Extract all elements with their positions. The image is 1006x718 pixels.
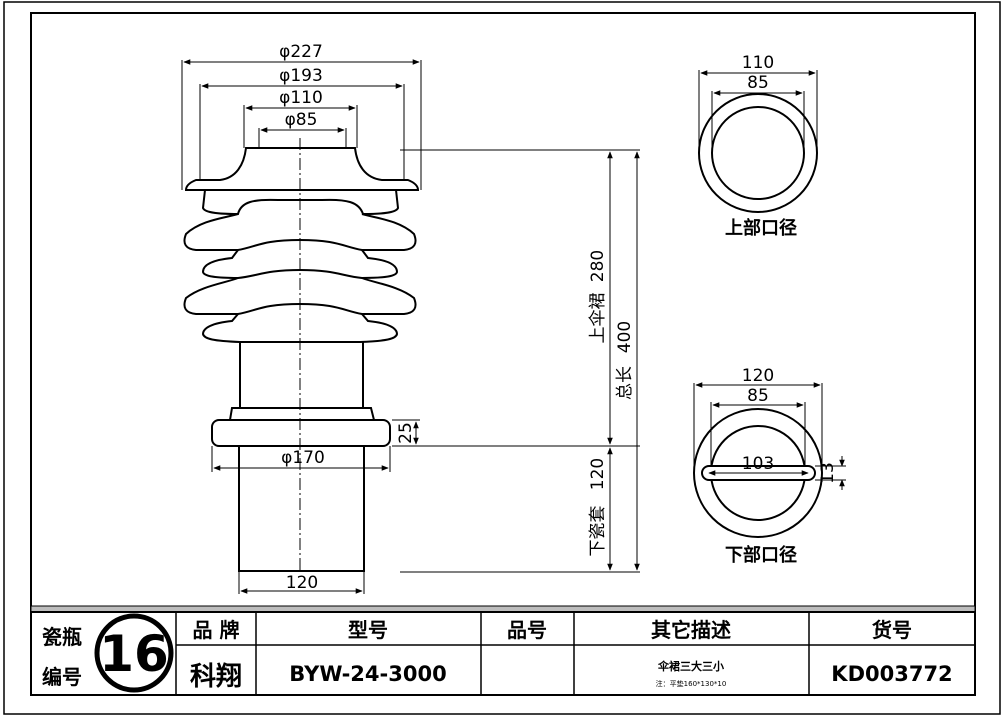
dim-d85: φ85	[285, 110, 318, 130]
label-upper-skirt: 上伞裙	[588, 293, 608, 344]
label-number: 编号	[42, 665, 82, 689]
item-value: KD003772	[831, 662, 952, 686]
title-block	[30, 605, 976, 695]
top-dimensions	[181, 59, 422, 190]
outer-frame	[3, 1, 1001, 715]
desc-note: 注：平垫160*130*10	[656, 679, 727, 688]
lower-dim-85: 85	[747, 386, 769, 406]
model-header: 型号	[348, 618, 388, 642]
brand-header: 品 牌	[193, 618, 240, 642]
item-header: 货号	[872, 618, 912, 642]
lower-dim-13: 13	[818, 462, 838, 484]
lower-dim-103: 103	[742, 454, 774, 474]
label-total-length: 总长	[615, 366, 635, 400]
dim-bottom-120: 120	[286, 573, 318, 593]
dim-d170: φ170	[281, 448, 325, 468]
part-header: 品号	[507, 618, 547, 642]
desc-value: 伞裙三大三小	[657, 659, 724, 673]
upper-dim-110: 110	[742, 53, 774, 73]
upper-port-caption: 上部口径	[725, 217, 797, 239]
label-lower-sleeve: 下瓷套	[588, 506, 608, 557]
bottom-dimension	[238, 571, 365, 594]
inner-frame	[30, 12, 976, 696]
dim-d110: φ110	[279, 88, 323, 108]
dim-280: 280	[588, 250, 608, 282]
model-value: BYW-24-3000	[289, 662, 446, 686]
dim-d193: φ193	[279, 66, 323, 86]
dim-25: 25	[396, 422, 416, 444]
dim-120-lower: 120	[588, 458, 608, 490]
lower-dim-120: 120	[742, 366, 774, 386]
dim-d227: φ227	[279, 42, 323, 62]
side-dimensions	[400, 149, 640, 573]
dim-400: 400	[615, 321, 635, 353]
desc-header: 其它描述	[651, 618, 731, 642]
brand-value: 科翔	[190, 662, 242, 692]
bottle-number: 16	[99, 625, 169, 683]
insulator-elevation	[183, 147, 420, 572]
upper-port-view	[698, 70, 818, 213]
label-porcelain: 瓷瓶	[42, 625, 82, 649]
lower-port-caption: 下部口径	[725, 544, 797, 566]
upper-dim-85: 85	[747, 73, 769, 93]
flange-dimension	[211, 446, 391, 472]
lower-port-view	[693, 382, 846, 538]
